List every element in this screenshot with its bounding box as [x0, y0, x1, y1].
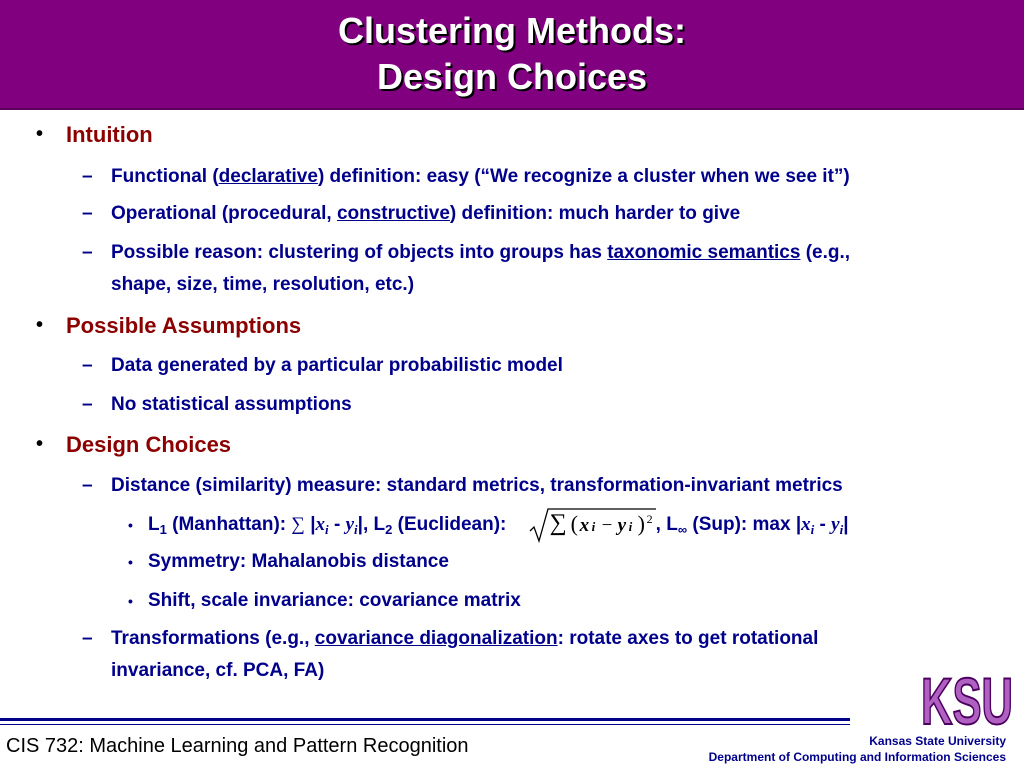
- heading-assumptions: Possible Assumptions: [66, 313, 302, 338]
- dash-icon: –: [82, 166, 93, 187]
- dash-icon: –: [82, 394, 93, 415]
- footer-rule-thin: [0, 724, 850, 725]
- course-title: CIS 732: Machine Learning and Pattern Re…: [6, 735, 469, 757]
- covariance-diagonalization-link[interactable]: covariance diagonalization: [314, 628, 558, 649]
- heading-design: Design Choices: [66, 432, 232, 457]
- constructive-link[interactable]: constructive: [336, 203, 450, 224]
- dot-icon: •: [128, 517, 133, 533]
- bullet-icon: •: [36, 123, 44, 145]
- ksu-logo: KSU: [920, 664, 1014, 732]
- heading-intuition: Intuition: [66, 122, 153, 147]
- declarative-link[interactable]: declarative: [218, 166, 318, 187]
- dot-icon: •: [128, 554, 133, 570]
- department-name: Department of Computing and Information …: [708, 750, 1006, 764]
- bullet-icon: •: [36, 433, 44, 455]
- dash-icon: –: [82, 355, 93, 376]
- dot-icon: •: [128, 593, 133, 609]
- ksu-logo-text: KSU: [921, 664, 1013, 732]
- dash-icon: –: [82, 203, 93, 224]
- sqrt-sign: [529, 508, 656, 544]
- title-line-1: Clustering Methods:: [338, 10, 686, 51]
- dash-icon: –: [82, 628, 93, 649]
- taxonomic-semantics-link[interactable]: taxonomic semantics: [607, 242, 801, 263]
- university-name: Kansas State University: [869, 734, 1006, 748]
- title-line-2: Design Choices: [376, 56, 648, 97]
- bullet-icon: •: [36, 314, 44, 336]
- sigma-symbol: ∑: [291, 514, 305, 535]
- dash-icon: –: [82, 475, 93, 496]
- footer-rule: [0, 718, 850, 721]
- dash-icon: –: [82, 242, 93, 263]
- title-bar: Clustering Methods: Design Choices: [0, 0, 1024, 108]
